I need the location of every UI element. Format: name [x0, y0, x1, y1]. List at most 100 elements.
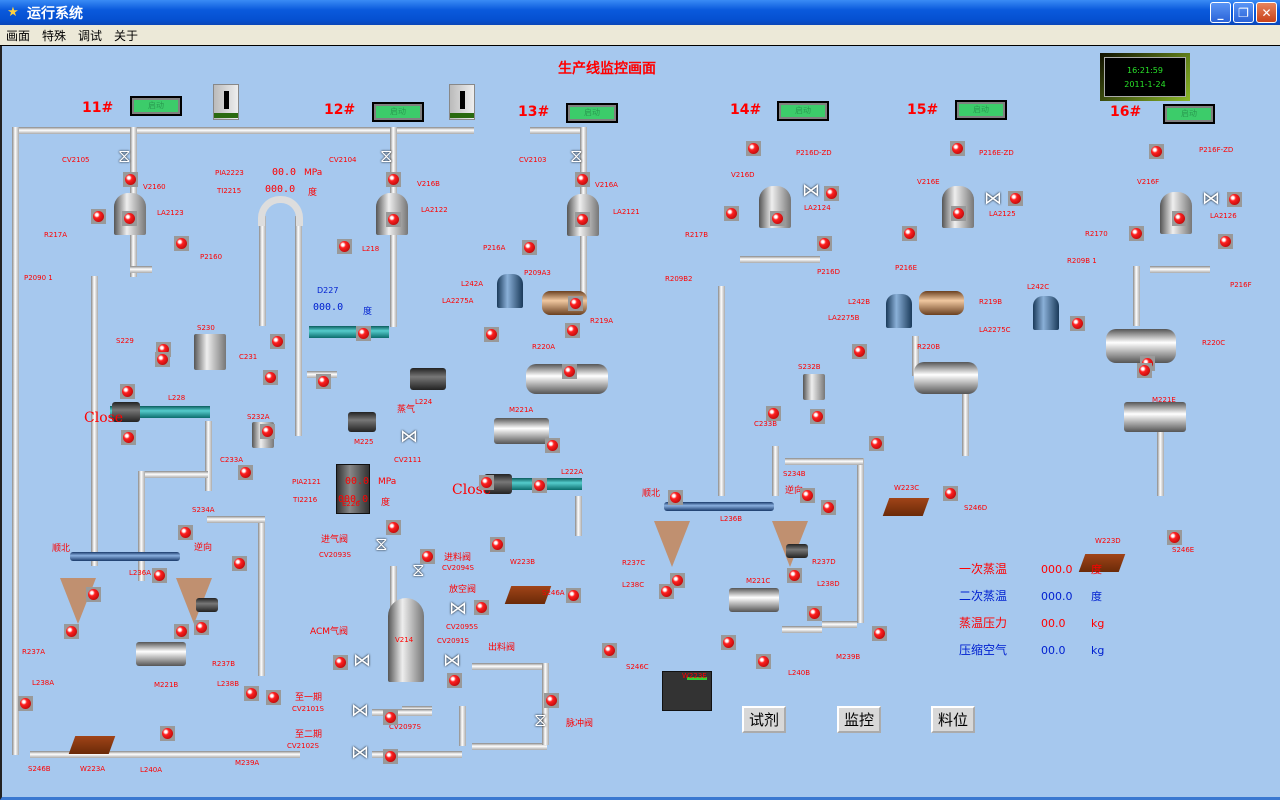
valve-cv2105[interactable]: ⧖ — [118, 146, 131, 167]
status-lamp[interactable] — [565, 323, 580, 338]
menu-debug[interactable]: 调试 — [78, 28, 103, 43]
status-lamp[interactable] — [951, 206, 966, 221]
status-lamp[interactable] — [194, 620, 209, 635]
minimize-button[interactable]: _ — [1210, 2, 1231, 23]
valve-la2124[interactable]: ⋈ — [802, 180, 820, 201]
status-lamp[interactable] — [1149, 144, 1164, 159]
line-11-start-button[interactable]: 启动 — [130, 96, 182, 116]
status-lamp[interactable] — [1172, 211, 1187, 226]
line-14-start-button[interactable]: 启动 — [777, 101, 829, 121]
valve-pulse[interactable]: ⧖ — [534, 710, 547, 731]
status-lamp[interactable] — [943, 486, 958, 501]
status-lamp[interactable] — [562, 364, 577, 379]
status-lamp[interactable] — [484, 327, 499, 342]
status-lamp[interactable] — [575, 172, 590, 187]
material-level-button[interactable]: 料位 — [931, 706, 975, 733]
dryer-m221b[interactable] — [136, 642, 186, 666]
status-lamp[interactable] — [800, 488, 815, 503]
status-lamp[interactable] — [821, 500, 836, 515]
valve-cv2103[interactable]: ⧖ — [570, 146, 583, 167]
status-lamp[interactable] — [356, 326, 371, 341]
conveyor-l236b[interactable] — [664, 502, 774, 511]
status-lamp[interactable] — [1227, 192, 1242, 207]
status-lamp[interactable] — [447, 673, 462, 688]
status-lamp[interactable] — [479, 475, 494, 490]
status-lamp[interactable] — [120, 384, 135, 399]
status-lamp[interactable] — [746, 141, 761, 156]
status-lamp[interactable] — [566, 588, 581, 603]
motor-l224[interactable] — [410, 368, 446, 390]
silo-s232b[interactable] — [803, 374, 825, 400]
controller-w223e[interactable] — [662, 671, 712, 711]
status-lamp[interactable] — [766, 406, 781, 421]
status-lamp[interactable] — [86, 587, 101, 602]
status-lamp[interactable] — [659, 584, 674, 599]
tank-r219b[interactable] — [919, 291, 964, 315]
menu-special[interactable]: 特殊 — [42, 28, 67, 43]
status-lamp[interactable] — [383, 710, 398, 725]
status-lamp[interactable] — [174, 236, 189, 251]
status-lamp[interactable] — [810, 409, 825, 424]
silo-s230[interactable] — [194, 334, 226, 370]
tank-l242a[interactable] — [497, 274, 523, 308]
line-16-start-button[interactable]: 启动 — [1163, 104, 1215, 124]
status-lamp[interactable] — [316, 374, 331, 389]
status-lamp[interactable] — [333, 655, 348, 670]
status-lamp[interactable] — [1218, 234, 1233, 249]
status-lamp[interactable] — [668, 490, 683, 505]
status-lamp[interactable] — [721, 635, 736, 650]
motor-reverse-b[interactable] — [786, 544, 808, 558]
status-lamp[interactable] — [490, 537, 505, 552]
status-lamp[interactable] — [770, 211, 785, 226]
line-13-start-button[interactable]: 启动 — [566, 103, 618, 123]
status-lamp[interactable] — [522, 240, 537, 255]
monitor-button[interactable]: 监控 — [837, 706, 881, 733]
conveyor-w223c[interactable] — [882, 498, 930, 516]
inverter-e226[interactable] — [336, 464, 370, 514]
line-12-start-button[interactable]: 启动 — [372, 102, 424, 122]
status-lamp[interactable] — [1167, 530, 1182, 545]
status-lamp[interactable] — [869, 436, 884, 451]
status-lamp[interactable] — [602, 643, 617, 658]
status-lamp[interactable] — [155, 352, 170, 367]
valve-la2126[interactable]: ⋈ — [1202, 188, 1220, 209]
status-lamp[interactable] — [1129, 226, 1144, 241]
valve-cv2094s[interactable]: ⧖ — [412, 560, 425, 581]
level-switch-icon[interactable] — [213, 84, 239, 120]
hopper-r237c[interactable] — [654, 521, 690, 567]
status-lamp[interactable] — [337, 239, 352, 254]
status-lamp[interactable] — [386, 520, 401, 535]
status-lamp[interactable] — [266, 690, 281, 705]
close-button[interactable]: ✕ — [1256, 2, 1277, 23]
status-lamp[interactable] — [244, 686, 259, 701]
menu-screen[interactable]: 画面 — [6, 28, 31, 43]
status-lamp[interactable] — [1008, 191, 1023, 206]
status-lamp[interactable] — [787, 568, 802, 583]
status-lamp[interactable] — [474, 600, 489, 615]
status-lamp[interactable] — [270, 334, 285, 349]
motor-reverse-a[interactable] — [196, 598, 218, 612]
status-lamp[interactable] — [263, 370, 278, 385]
motor-l228[interactable] — [112, 402, 140, 422]
valve-cv2091s[interactable]: ⋈ — [443, 650, 461, 671]
status-lamp[interactable] — [152, 568, 167, 583]
tank-l242c[interactable] — [1033, 296, 1059, 330]
tank-l242b[interactable] — [886, 294, 912, 328]
valve-cv2102s[interactable]: ⋈ — [351, 742, 369, 763]
valve-cv2095s[interactable]: ⋈ — [449, 598, 467, 619]
valve-la2125[interactable]: ⋈ — [984, 188, 1002, 209]
status-lamp[interactable] — [575, 212, 590, 227]
valve-cv2111[interactable]: ⋈ — [400, 426, 418, 447]
status-lamp[interactable] — [544, 693, 559, 708]
status-lamp[interactable] — [756, 654, 771, 669]
status-lamp[interactable] — [420, 549, 435, 564]
status-lamp[interactable] — [121, 430, 136, 445]
status-lamp[interactable] — [824, 186, 839, 201]
status-lamp[interactable] — [383, 749, 398, 764]
valve-cv2104[interactable]: ⧖ — [380, 146, 393, 167]
status-lamp[interactable] — [852, 344, 867, 359]
tank-r220b[interactable] — [914, 362, 978, 394]
status-lamp[interactable] — [545, 438, 560, 453]
status-lamp[interactable] — [532, 478, 547, 493]
status-lamp[interactable] — [386, 172, 401, 187]
